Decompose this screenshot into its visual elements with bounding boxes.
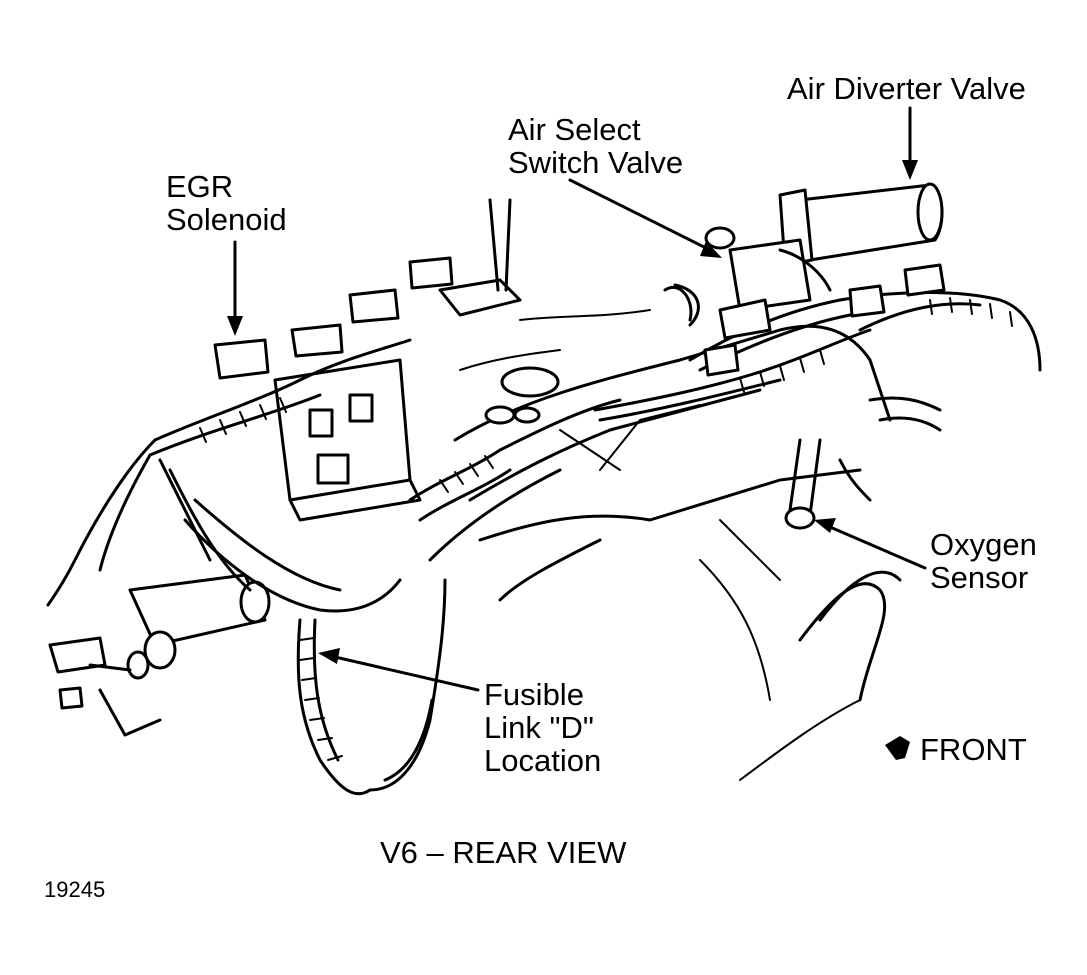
engine-body: [438, 198, 902, 781]
label-front-text: FRONT: [920, 732, 1027, 767]
oxygen-sensor: [784, 438, 872, 530]
label-egr-solenoid: EGR Solenoid: [166, 170, 287, 236]
label-fusible-line2: Link "D": [484, 710, 594, 745]
label-air-select-switch-valve: Air Select Switch Valve: [508, 113, 683, 179]
label-air-select-line1: Air Select: [508, 112, 641, 147]
label-fusible-line3: Location: [484, 743, 602, 778]
label-fusible-link: Fusible Link "D" Location: [484, 678, 601, 777]
figure-number: 19245: [44, 877, 106, 902]
label-air-select-line2: Switch Valve: [508, 145, 684, 180]
label-egr-line1: EGR: [166, 169, 234, 204]
label-oxygen-line2: Sensor: [930, 560, 1029, 595]
label-egr-line2: Solenoid: [166, 202, 287, 237]
egr-housing: [48, 256, 454, 737]
leader-arrows: [227, 106, 927, 692]
label-air-diverter-valve: Air Diverter Valve: [787, 72, 1026, 105]
label-front: FRONT: [920, 733, 1027, 766]
front-arrow-icon: [885, 736, 910, 760]
label-oxygen-sensor: Oxygen Sensor: [930, 528, 1037, 594]
label-oxygen-line1: Oxygen: [930, 527, 1037, 562]
label-air-diverter-valve-text: Air Diverter Valve: [787, 71, 1026, 106]
label-fusible-line1: Fusible: [484, 677, 584, 712]
air-valves: [703, 182, 946, 377]
figure-caption: V6 – REAR VIEW: [380, 835, 627, 870]
